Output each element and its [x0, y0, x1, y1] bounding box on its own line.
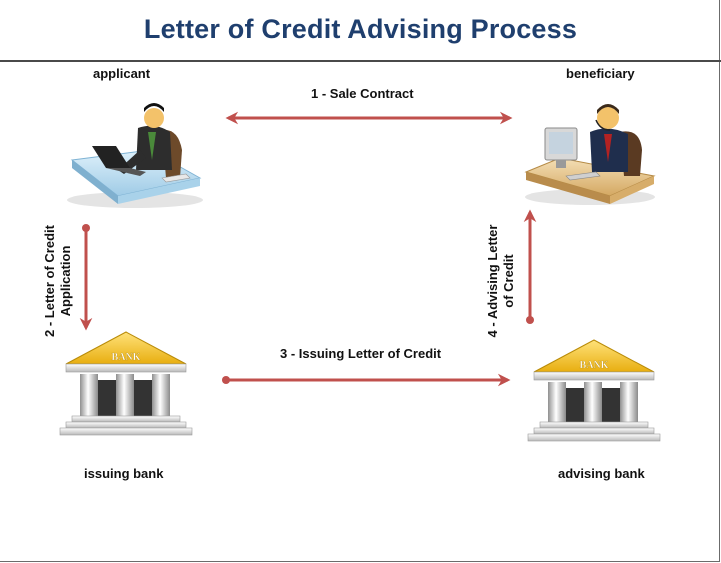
advising-bank-sign: BANK	[580, 360, 609, 371]
application-label-line1: 2 - Letter of Credit	[42, 225, 57, 337]
issuing-bank-sign: BANK	[112, 352, 141, 363]
application-label: 2 - Letter of Credit Application	[42, 216, 76, 346]
beneficiary-label: beneficiary	[566, 66, 635, 81]
advising-bank-icon: BANK	[527, 339, 661, 442]
application-label-line2: Application	[58, 245, 73, 317]
title-divider	[0, 60, 721, 62]
beneficiary-icon	[524, 104, 656, 205]
sale-contract-label: 1 - Sale Contract	[311, 86, 414, 101]
advising-bank-label: advising bank	[558, 466, 645, 481]
issuing-bank-label: issuing bank	[84, 466, 164, 481]
applicant-icon	[67, 103, 203, 208]
advising-label: 4 - Advising Letter of Credit	[485, 216, 519, 346]
page-title: Letter of Credit Advising Process	[143, 14, 578, 44]
applicant-label: applicant	[93, 66, 151, 81]
issuing-bank-icon: BANK	[59, 331, 193, 436]
advising-label-line2: of Credit	[501, 254, 516, 308]
advising-label-line1: 4 - Advising Letter	[485, 224, 500, 338]
issuing-letter-label: 3 - Issuing Letter of Credit	[280, 346, 442, 361]
